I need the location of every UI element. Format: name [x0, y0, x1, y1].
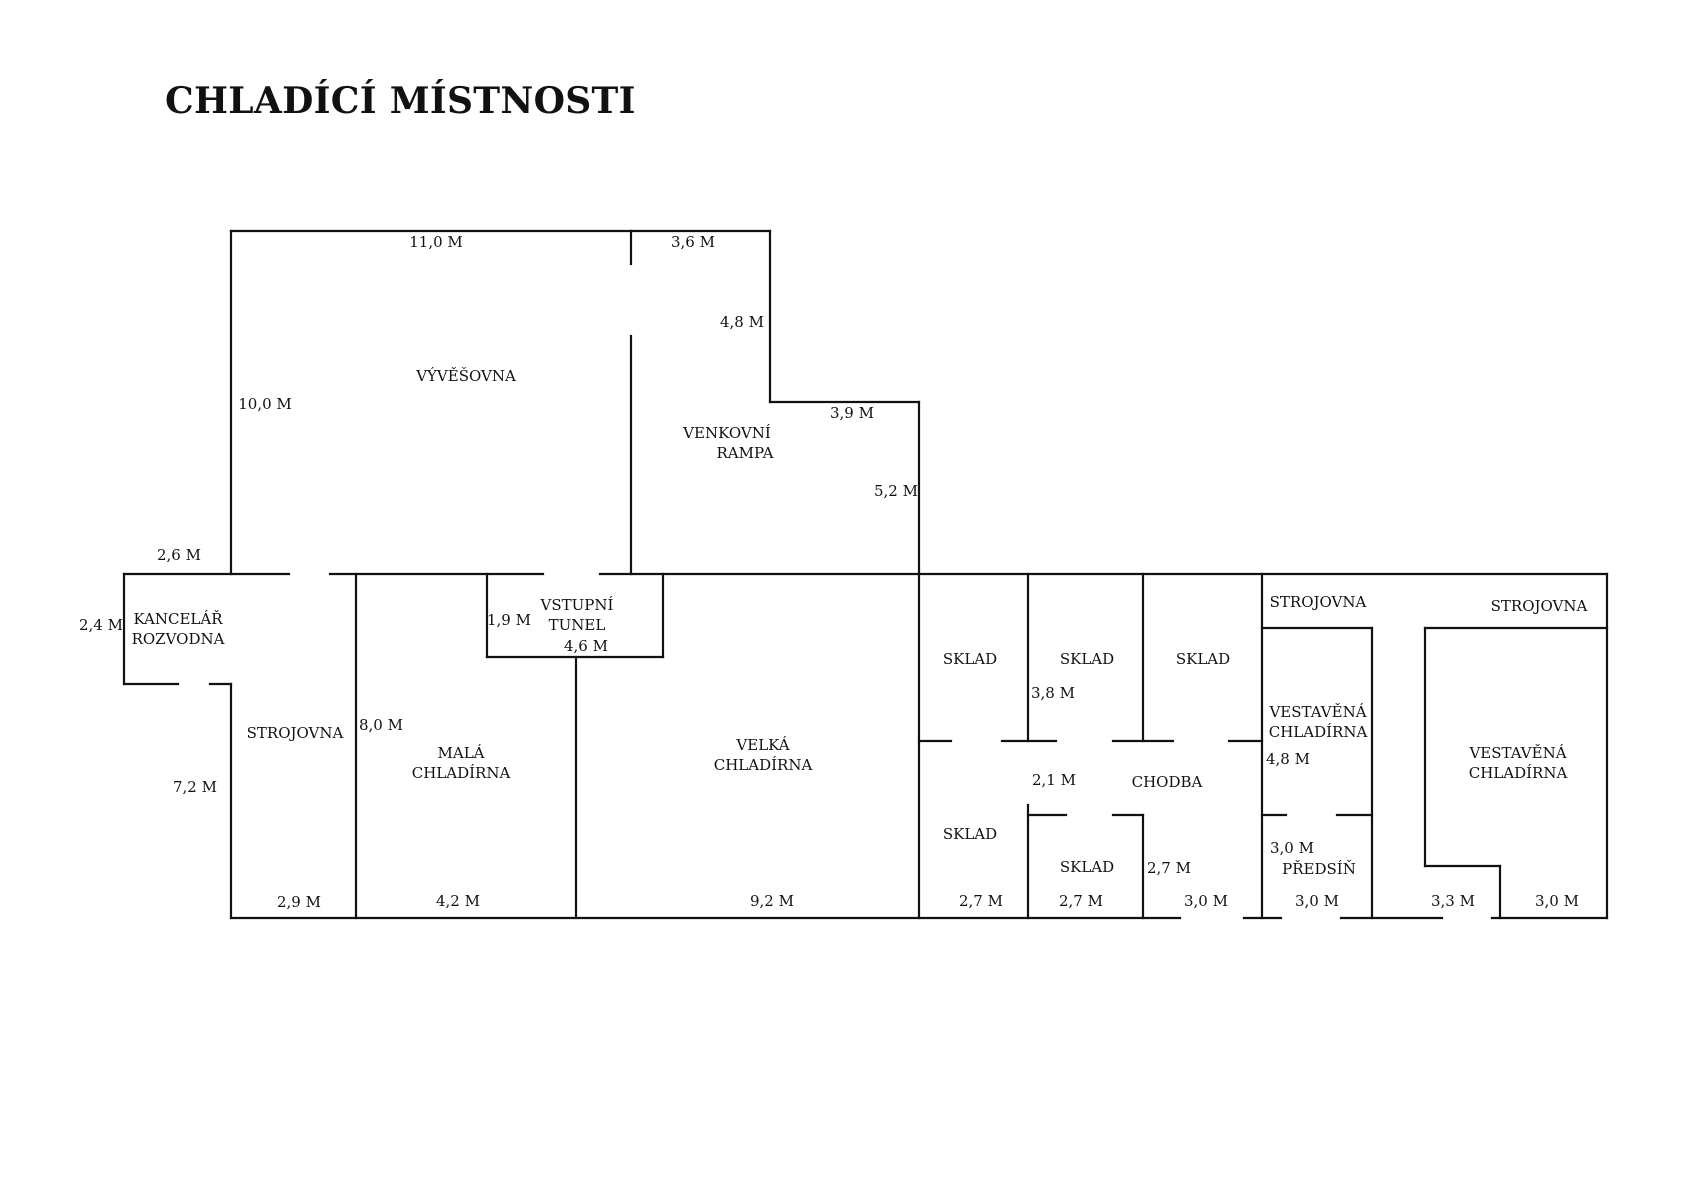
room-label-vestavena-chladirna-2: CHLADÍRNA: [1269, 723, 1368, 741]
dimension-label: 4,2 M: [436, 892, 480, 910]
dimension-label: 3,0 M: [1270, 839, 1314, 857]
dimension-label: 4,8 M: [720, 313, 764, 331]
dimension-label: 8,0 M: [359, 716, 403, 734]
room-label-kancelar: KANCELÁŘ: [133, 610, 223, 628]
page-title: CHLADÍCÍ MÍSTNOSTI: [165, 80, 636, 122]
room-labels: VÝVĚŠOVNA VENKOVNÍ RAMPA KANCELÁŘ ROZVOD…: [132, 367, 1588, 878]
room-label-vyvesovna: VÝVĚŠOVNA: [415, 367, 516, 385]
dimension-label: 7,2 M: [173, 778, 217, 796]
room-label-chodba: CHODBA: [1132, 773, 1203, 791]
dimension-label: 3,0 M: [1295, 892, 1339, 910]
dimension-label: 3,0 M: [1184, 892, 1228, 910]
dimension-label: 5,2 M: [874, 482, 918, 500]
dimension-label: 3,3 M: [1431, 892, 1475, 910]
room-label-venkovni-rampa-2: RAMPA: [716, 444, 773, 462]
dimension-label: 2,4 M: [79, 616, 123, 634]
dimension-label: 2,7 M: [959, 892, 1003, 910]
dimension-label: 2,9 M: [277, 893, 321, 911]
dimension-label: 3,6 M: [671, 233, 715, 251]
room-label-vstupni-tunel-2: TUNEL: [549, 616, 606, 634]
room-label-mala-chladirna-2: CHLADÍRNA: [412, 764, 511, 782]
room-label-vestavena-chladirna-2: CHLADÍRNA: [1469, 764, 1568, 782]
dimension-label: 9,2 M: [750, 892, 794, 910]
dimension-label: 2,7 M: [1059, 892, 1103, 910]
dimension-label: 4,6 M: [564, 637, 608, 655]
room-label-rozvodna: ROZVODNA: [132, 630, 225, 648]
room-label-strojovna-left: STROJOVNA: [247, 724, 344, 742]
dimension-label: 10,0 M: [238, 395, 292, 413]
walls: [122, 229, 1609, 920]
room-label-sklad: SKLAD: [1060, 650, 1114, 668]
dimension-label: 1,9 M: [487, 611, 531, 629]
room-label-sklad: SKLAD: [943, 825, 997, 843]
room-label-sklad: SKLAD: [1060, 858, 1114, 876]
room-label-mala-chladirna: MALÁ: [438, 744, 485, 762]
room-label-strojovna-right-2: STROJOVNA: [1491, 597, 1588, 615]
room-label-strojovna-right-1: STROJOVNA: [1270, 593, 1367, 611]
room-label-vstupni-tunel: VSTUPNÍ: [540, 596, 614, 614]
room-label-sklad: SKLAD: [1176, 650, 1230, 668]
dimension-label: 2,7 M: [1147, 859, 1191, 877]
dimension-label: 3,0 M: [1535, 892, 1579, 910]
room-label-venkovni-rampa: VENKOVNÍ: [682, 424, 771, 442]
room-label-predsin: PŘEDSÍŇ: [1282, 860, 1356, 878]
dimension-label: 2,6 M: [157, 546, 201, 564]
dimension-label: 11,0 M: [409, 233, 463, 251]
room-label-velka-chladirna: VELKÁ: [735, 736, 789, 754]
room-label-vestavena-chladirna: VESTAVĚNÁ: [1268, 703, 1366, 721]
dimension-label: 3,8 M: [1031, 684, 1075, 702]
room-label-velka-chladirna-2: CHLADÍRNA: [714, 756, 813, 774]
dimension-label: 4,8 M: [1266, 750, 1310, 768]
dimension-labels: 11,0 M 3,6 M 4,8 M 10,0 M 3,9 M 5,2 M 2,…: [79, 233, 1579, 911]
room-label-vestavena-chladirna: VESTAVĚNÁ: [1468, 744, 1566, 762]
dimension-label: 2,1 M: [1032, 771, 1076, 789]
dimension-label: 3,9 M: [830, 404, 874, 422]
room-label-sklad: SKLAD: [943, 650, 997, 668]
